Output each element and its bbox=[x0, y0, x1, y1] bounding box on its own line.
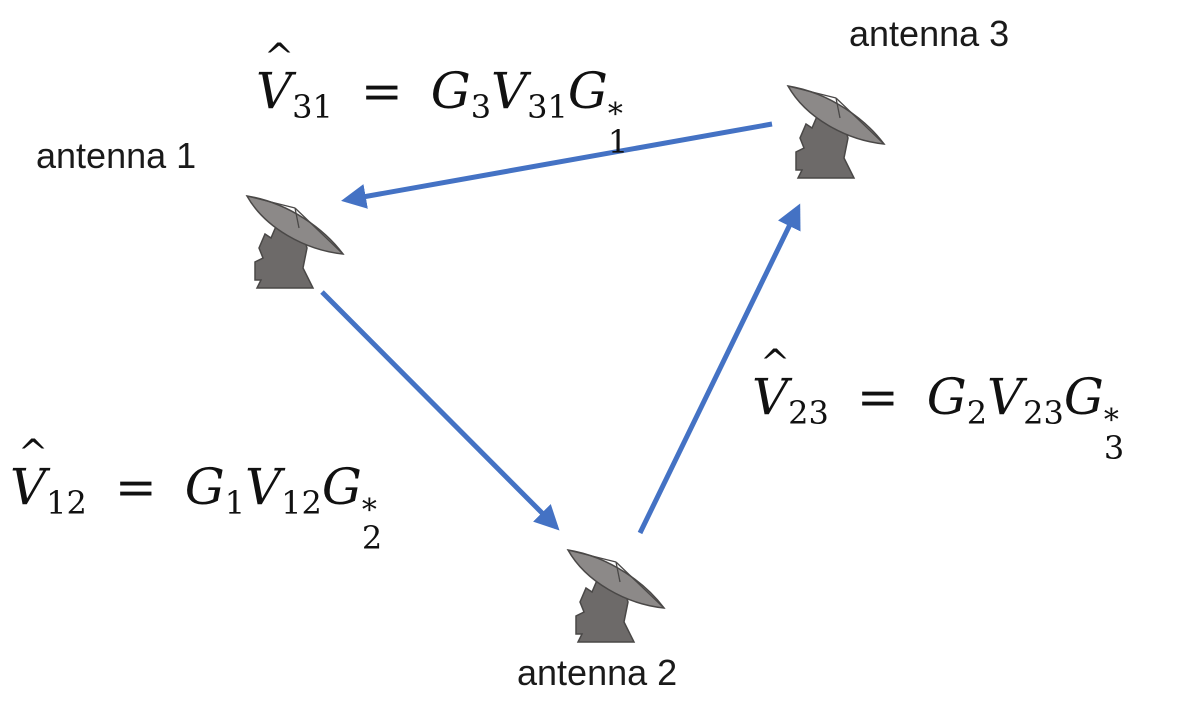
eq31-visibility-subscript: 31 bbox=[527, 88, 568, 126]
equation-31: ^V31=G3V31G*1 bbox=[256, 66, 628, 157]
eq12-gain-a: G bbox=[185, 458, 225, 516]
eq23-gain-b: G bbox=[1064, 368, 1104, 426]
eq12-lhs-subscript: 12 bbox=[46, 484, 87, 522]
eq23-lhs-subscript: 23 bbox=[788, 394, 829, 432]
antenna-2-icon bbox=[568, 550, 664, 642]
antenna-3-label: antenna 3 bbox=[849, 16, 1009, 52]
eq31-gain-a: G bbox=[431, 62, 471, 120]
eq23-visibility: V bbox=[987, 368, 1023, 426]
eq31-visibility: V bbox=[491, 62, 527, 120]
eq23-visibility-subscript: 23 bbox=[1023, 394, 1064, 432]
eq31-equals: = bbox=[361, 66, 403, 116]
eq12-visibility: V bbox=[245, 458, 281, 516]
eq12-equals: = bbox=[115, 462, 157, 512]
eq31-lhs-subscript: 31 bbox=[292, 88, 333, 126]
antenna-2-label: antenna 2 bbox=[517, 655, 677, 691]
eq23-equals: = bbox=[857, 372, 899, 422]
equation-12: ^V12=G1V12G*2 bbox=[10, 462, 382, 553]
antenna-3-icon bbox=[788, 86, 884, 178]
eq31-gain-b-subscript: 1 bbox=[608, 128, 628, 157]
eq12-gain-b-subscript: 2 bbox=[362, 524, 382, 553]
eq23-gain-a: G bbox=[927, 368, 967, 426]
antenna-1-icon bbox=[247, 196, 343, 288]
eq12-visibility-subscript: 12 bbox=[281, 484, 322, 522]
equation-23: ^V23=G2V23G*3 bbox=[752, 372, 1124, 463]
eq31-gain-a-subscript: 3 bbox=[471, 88, 491, 126]
eq31-gain-b: G bbox=[568, 62, 608, 120]
eq12-gain-a-subscript: 1 bbox=[225, 484, 245, 522]
eq23-gain-b-subscript: 3 bbox=[1104, 434, 1124, 463]
eq23-gain-a-subscript: 2 bbox=[967, 394, 987, 432]
antenna-1-label: antenna 1 bbox=[36, 138, 196, 174]
eq12-gain-b: G bbox=[322, 458, 362, 516]
